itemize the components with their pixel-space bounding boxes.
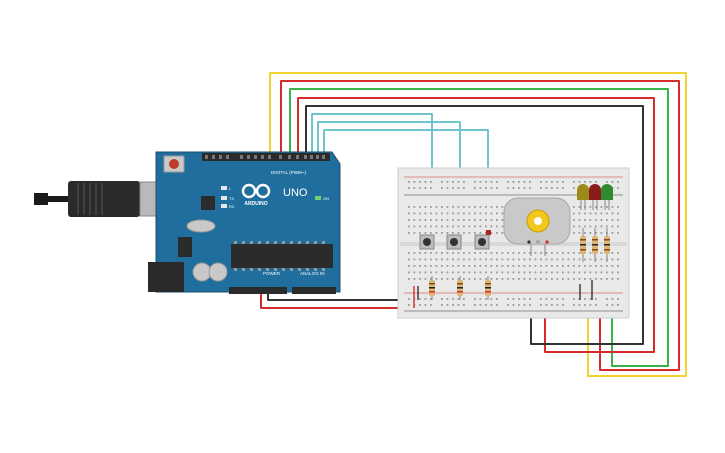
resistor-button-2[interactable] (457, 276, 463, 300)
push-buttons (419, 230, 491, 250)
arduino-uno[interactable]: ARDUINO UNO DIGITAL (PWM~) TX RX L ON (148, 151, 341, 294)
wire-red-motor[interactable] (297, 97, 655, 353)
wire-red-top[interactable] (280, 80, 680, 371)
motor-label: M (536, 239, 539, 244)
resistor-led-2[interactable] (592, 228, 598, 262)
analog-header-label: ANALOG IN (300, 271, 325, 276)
l-label: L (229, 186, 232, 191)
resistor-button-3[interactable] (485, 276, 491, 300)
resistor-led-1[interactable] (580, 228, 586, 262)
power-jack (148, 262, 184, 292)
breadboard-jumpers (413, 280, 593, 308)
push-button-3[interactable] (474, 234, 490, 250)
indicator-chip (486, 230, 491, 235)
digital-header-label: DIGITAL (PWM~) (271, 170, 306, 175)
dc-motor[interactable]: M (503, 197, 571, 256)
rx-label: RX (229, 204, 235, 209)
led-green[interactable] (601, 184, 613, 210)
power-header-label: POWER (263, 271, 281, 276)
on-label: ON (323, 196, 329, 201)
arduino-model-label: UNO (283, 187, 308, 199)
usb-cable (34, 181, 167, 217)
resistor-button-1[interactable] (429, 276, 435, 300)
microcontroller-chip (231, 244, 333, 268)
gear-icon (534, 217, 542, 225)
wire-red-power[interactable] (260, 290, 422, 309)
resistors (429, 228, 610, 300)
arduino-logo-icon (241, 183, 271, 199)
wires (260, 72, 687, 377)
led-red[interactable] (589, 184, 601, 210)
resistor-led-3[interactable] (604, 228, 610, 262)
push-button-2[interactable] (446, 234, 462, 250)
push-button-1[interactable] (419, 234, 435, 250)
led-yellow[interactable] (577, 184, 589, 210)
arduino-brand-label: ARDUINO (244, 201, 267, 207)
tx-label: TX (229, 196, 234, 201)
leds (577, 184, 613, 210)
wire-black-motor[interactable] (305, 105, 644, 345)
